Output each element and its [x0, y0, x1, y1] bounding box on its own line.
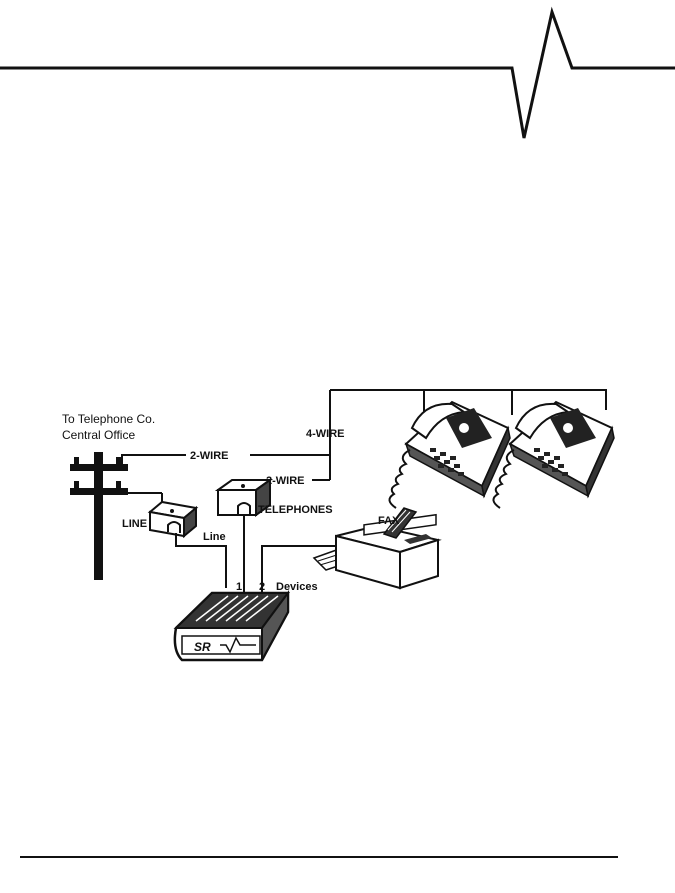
telephones-label: TELEPHONES: [258, 504, 333, 516]
devices-label: Devices: [276, 581, 318, 593]
two-wire-line-top: [121, 454, 186, 465]
fax-wire-to-device: [261, 545, 344, 592]
two-wire-label-top: 2-WIRE: [190, 450, 229, 462]
telephone-icon: [492, 400, 615, 509]
line-label: Line: [203, 531, 226, 543]
fax-machine-icon: [312, 507, 442, 590]
four-wire-bus: [330, 389, 607, 410]
line-jack-label: LINE: [122, 518, 147, 530]
telephone-pole-icon: [70, 452, 128, 580]
telephone-icon: [388, 400, 511, 509]
two-wire-label-mid: 2-WIRE: [266, 475, 305, 487]
line-wire-to-device: [175, 533, 227, 588]
port-two-label: 2: [259, 581, 265, 593]
central-office-label-line2: Central Office: [62, 428, 135, 442]
telephones-jack-box-icon: [214, 478, 274, 517]
sr-device-icon: [173, 589, 290, 662]
header-pulse-line: [0, 6, 675, 139]
device-logo-text: SR: [194, 640, 211, 654]
fax-label: FAX: [378, 515, 400, 527]
four-wire-label: 4-WIRE: [306, 428, 345, 440]
line-jack-box-icon: [147, 500, 199, 539]
central-office-label-line1: To Telephone Co.: [62, 412, 155, 426]
port-one-label: 1: [236, 581, 242, 593]
